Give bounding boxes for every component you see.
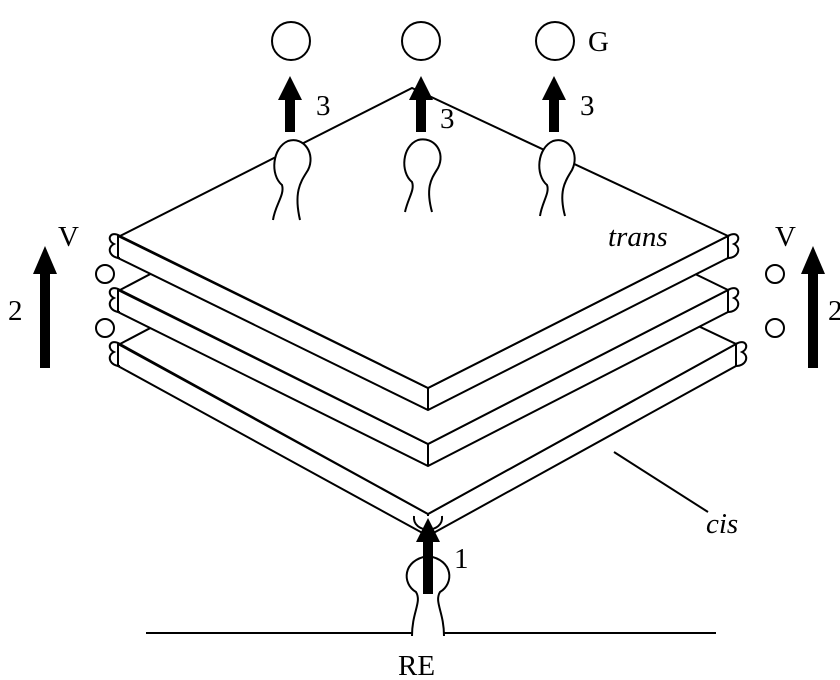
arrow-step-2-left bbox=[33, 246, 57, 368]
arrow-step-1 bbox=[416, 518, 440, 594]
arrow-step-3-center bbox=[409, 76, 433, 132]
label-reticulum: RE bbox=[398, 650, 435, 680]
label-step-3-center: 3 bbox=[440, 103, 455, 135]
label-cis: cis bbox=[706, 508, 738, 540]
label-step-3-right: 3 bbox=[580, 90, 595, 122]
left-rim-buds bbox=[108, 233, 121, 367]
label-vesicle-right: V bbox=[775, 221, 796, 253]
label-step-2-right: 2 bbox=[828, 295, 840, 327]
golgi-vesicle-left bbox=[271, 21, 311, 61]
budding-vesicle-center bbox=[403, 138, 442, 213]
golgi-vesicle-right bbox=[535, 21, 575, 61]
label-golgi-vesicle: G bbox=[588, 26, 609, 58]
golgi-vesicle-center bbox=[401, 21, 441, 61]
label-trans: trans bbox=[608, 221, 668, 253]
right-rim-buds bbox=[727, 233, 748, 367]
arrow-step-3-right bbox=[542, 76, 566, 132]
cis-leader-line bbox=[613, 451, 709, 513]
arrow-step-3-left bbox=[278, 76, 302, 132]
label-vesicle-left: V bbox=[58, 221, 79, 253]
label-step-3-left: 3 bbox=[316, 90, 331, 122]
side-vesicles-right bbox=[765, 264, 785, 338]
label-step-2-left: 2 bbox=[8, 295, 23, 327]
arrow-step-2-right bbox=[801, 246, 825, 368]
side-vesicles-left bbox=[95, 264, 115, 338]
budding-vesicle-right bbox=[538, 139, 576, 217]
budding-vesicle-left bbox=[272, 139, 312, 221]
label-step-1: 1 bbox=[454, 543, 469, 575]
